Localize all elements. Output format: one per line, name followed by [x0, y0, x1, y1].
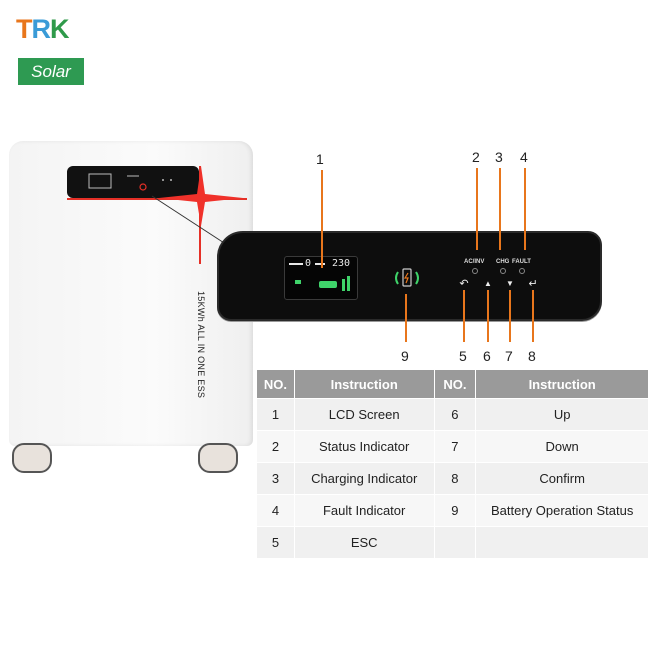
table-cell: LCD Screen	[293, 398, 435, 431]
table-cell	[475, 526, 649, 559]
down-button[interactable]: ▼	[506, 279, 514, 288]
indicator-label-fault: FAULT	[512, 259, 531, 265]
callout-number-5: 5	[459, 348, 467, 364]
lcd-segment	[289, 263, 303, 265]
table-cell: 6	[433, 398, 477, 431]
callout-number-3: 3	[495, 149, 503, 165]
table-row: 5 ESC	[256, 526, 649, 559]
table-cell: 9	[433, 494, 477, 527]
table-cell: 1	[256, 398, 295, 431]
lcd-battery-segment	[319, 281, 337, 288]
lcd-value-left: 0	[305, 258, 312, 269]
callout-line-7	[509, 290, 511, 342]
callout-number-6: 6	[483, 348, 491, 364]
indicator-label-ac-inv: AC/INV	[464, 259, 485, 265]
callout-line-4	[524, 168, 526, 250]
fault-indicator-led	[519, 268, 525, 274]
confirm-button[interactable]: ↵	[528, 278, 538, 290]
lcd-indicator	[295, 280, 301, 284]
header-instruction: Instruction	[293, 369, 435, 399]
callout-line-5	[463, 290, 465, 342]
table-cell: ESC	[293, 526, 435, 559]
callout-number-8: 8	[528, 348, 536, 364]
table-row: 3 Charging Indicator 8 Confirm	[256, 462, 649, 495]
solar-badge: Solar	[18, 58, 84, 85]
callout-line-3	[499, 168, 501, 250]
callout-line-6	[487, 290, 489, 342]
table-cell: 3	[256, 462, 295, 495]
callout-line-2	[476, 168, 478, 250]
table-row: 1 LCD Screen 6 Up	[256, 398, 649, 431]
lcd-segment	[315, 263, 325, 265]
table-cell: 8	[433, 462, 477, 495]
table-cell: Fault Indicator	[293, 494, 435, 527]
up-button[interactable]: ▲	[484, 279, 492, 288]
table-row: 4 Fault Indicator 9 Battery Operation St…	[256, 494, 649, 527]
table-cell: Confirm	[475, 462, 649, 495]
header-instruction: Instruction	[475, 369, 649, 399]
callout-number-9: 9	[401, 348, 409, 364]
table-row: 2 Status Indicator 7 Down	[256, 430, 649, 463]
table-cell: 7	[433, 430, 477, 463]
charging-indicator-led	[500, 268, 506, 274]
esc-button[interactable]: ↶	[459, 278, 469, 290]
callout-number-4: 4	[520, 149, 528, 165]
logo-letter-t: T	[16, 14, 32, 44]
table-cell: Charging Indicator	[293, 462, 435, 495]
indicator-label-chg: CHG	[496, 259, 510, 265]
callout-number-1: 1	[316, 151, 324, 167]
callout-line-8	[532, 290, 534, 342]
unit-mini-screen	[67, 166, 199, 198]
table-cell: Down	[475, 430, 649, 463]
callout-line-1	[321, 170, 323, 268]
unit-side-label: 15KWh ALL IN ONE ESS	[196, 291, 206, 399]
instruction-table: NO. Instruction NO. Instruction 1 LCD Sc…	[256, 369, 649, 559]
header-no: NO.	[256, 369, 295, 399]
header-no: NO.	[433, 369, 477, 399]
caster-wheel-left	[12, 443, 52, 473]
table-cell: 2	[256, 430, 295, 463]
lcd-bar-segment	[342, 279, 345, 291]
table-cell: Battery Operation Status	[475, 494, 649, 527]
lcd-bar-segment	[347, 276, 350, 291]
table-cell: 4	[256, 494, 295, 527]
battery-status-icon	[395, 268, 419, 287]
table-header-row: NO. Instruction NO. Instruction	[256, 369, 649, 399]
logo-letter-k: K	[50, 14, 69, 44]
control-panel: 0 230 AC/INV CHG FAULT ↶ ▲ ▼ ↵	[217, 231, 602, 321]
table-cell	[433, 526, 477, 559]
red-star-accent-icon	[159, 166, 243, 226]
status-indicator-led	[472, 268, 478, 274]
logo-letter-r: R	[31, 14, 51, 44]
unit-screen-display-icon	[88, 173, 172, 191]
callout-line-9	[405, 294, 407, 342]
table-cell: 5	[256, 526, 295, 559]
table-cell: Up	[475, 398, 649, 431]
callout-number-7: 7	[505, 348, 513, 364]
table-cell: Status Indicator	[293, 430, 435, 463]
callout-number-2: 2	[472, 149, 480, 165]
brand-logo: TRK	[16, 14, 69, 45]
lcd-value-right: 230	[332, 258, 351, 269]
caster-wheel-right	[198, 443, 238, 473]
